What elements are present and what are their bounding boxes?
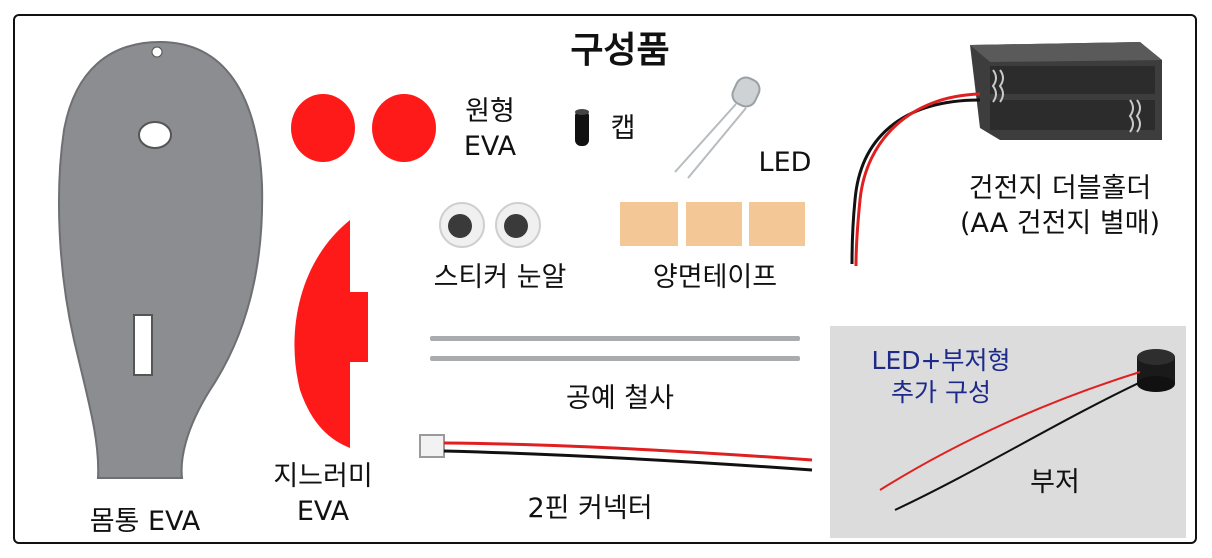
battery-holder [850,42,1162,267]
addon-title-line2: 추가 구성 [891,378,991,407]
fin-eva-piece [294,220,368,448]
led-part [674,76,761,179]
body-eva-piece [58,40,264,479]
pin-connector-label: 2핀 커넥터 [527,493,653,524]
cap-label: 캡 [610,113,636,144]
double-tape-label: 양면테이프 [652,262,778,293]
fin-eva-label-line1: 지느러미 [273,461,373,492]
addon-panel [830,326,1186,538]
pin-connector [419,434,813,472]
sticker-eyes-label: 스티커 눈알 [433,262,567,293]
cap-part [575,109,589,146]
round-eva-label-line1: 원형 [465,96,515,127]
craft-wire-label: 공예 철사 [566,383,674,414]
buzzer-part [879,349,1175,511]
round-eva-discs [291,94,436,162]
battery-holder-label-line2: (AA 건전지 별매) [959,208,1161,239]
sticker-eyes [439,202,541,248]
body-eva-label: 몸통 EVA [89,506,201,537]
battery-holder-label-line1: 건전지 더블홀더 [968,173,1152,204]
round-eva-label-line2: EVA [463,131,517,162]
craft-wire [430,336,800,361]
addon-title-line1: LED+부저형 [871,346,1011,375]
fin-eva-label-line2: EVA [296,496,350,527]
buzzer-label: 부저 [1030,467,1080,498]
led-label: LED [758,147,812,178]
page-title: 구성품 [570,30,670,71]
double-tape-pieces [620,202,805,246]
